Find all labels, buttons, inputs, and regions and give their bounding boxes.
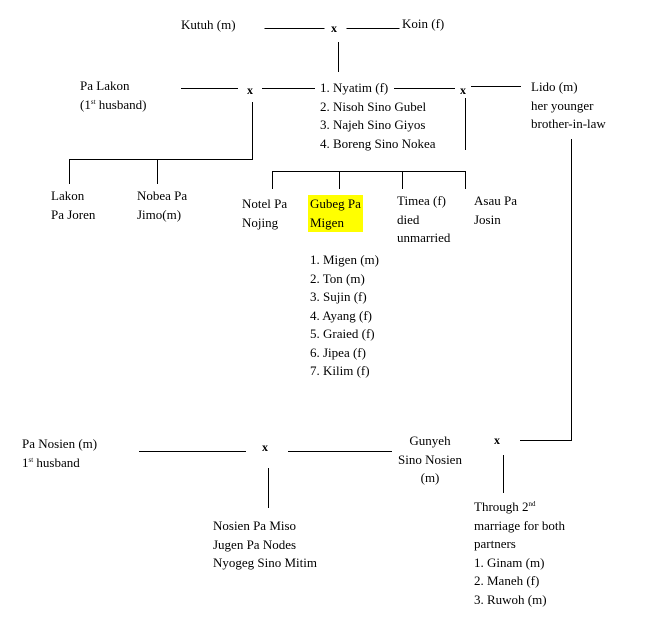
note-line-3: partners: [474, 536, 516, 551]
second-marriage-note: Through 2nd marriage for both partners 1…: [474, 498, 565, 609]
note-line-2: marriage for both: [474, 517, 565, 533]
kutuh-label: Kutuh (m): [181, 17, 236, 32]
list-item: 4. Boreng Sino Nokea: [320, 135, 436, 151]
marriage-marker-panosien: x: [262, 440, 268, 454]
marriage-marker-palakon: x: [247, 83, 253, 97]
list-item: 2. Ton (m): [310, 270, 365, 286]
nyatim-sisters-list: 1. Nyatim (f) 2. Nisoh Sino Gubel 3. Naj…: [320, 79, 436, 153]
list-item: 1. Nyatim (f): [320, 80, 389, 95]
pa-lakon-role: (1st husband): [80, 96, 147, 112]
pa-nosien-label: Pa Nosien (m) 1st husband: [22, 435, 97, 472]
list-item: Nyogeg Sino Mitim: [213, 555, 318, 570]
list-item: 3. Ruwoh (m): [474, 591, 547, 607]
child-timea: Timea (f) died unmarried: [397, 193, 451, 245]
note-line-1: Through 2nd: [474, 499, 536, 514]
pa-nosien-name: Pa Nosien (m): [22, 436, 98, 451]
child-asau: Asau Pa Josin: [474, 193, 517, 227]
list-item: 7. Kilim (f): [310, 363, 370, 378]
gubeg-children-list: 1. Migen (m) 2. Ton (m) 3. Sujin (f) 4. …: [310, 251, 379, 381]
child-nobea: Nobea Pa Jimo(m): [137, 188, 188, 222]
list-item: 6. Jipea (f): [310, 344, 366, 360]
lido-name: Lido (m): [531, 79, 578, 94]
list-item: 2. Nisoh Sino Gubel: [320, 98, 427, 114]
nosien-children-list: Nosien Pa Miso Jugen Pa Nodes Nyogeg Sin…: [213, 517, 317, 573]
list-item: 1. Ginam (m): [474, 554, 545, 570]
pa-nosien-role: 1st husband: [22, 454, 80, 470]
list-item: 5. Graied (f): [310, 326, 375, 341]
marriage-marker-gen1: x: [331, 21, 337, 35]
lido-label: Lido (m) her younger brother-in-law: [531, 78, 606, 134]
lido-relation-2: brother-in-law: [531, 116, 606, 131]
koin-label: Koin (f): [402, 16, 445, 31]
pa-lakon-name: Pa Lakon: [80, 78, 130, 93]
list-item: Nosien Pa Miso: [213, 518, 297, 533]
list-item: 2. Maneh (f): [474, 573, 540, 588]
child-lakon: Lakon Pa Joren: [51, 188, 96, 222]
marriage-marker-lido: x: [460, 83, 466, 97]
list-item: 3. Najeh Sino Giyos: [320, 117, 426, 132]
child-gubeg-highlighted: Gubeg Pa Migen: [308, 195, 363, 232]
pa-lakon-label: Pa Lakon (1st husband): [80, 77, 146, 114]
list-item: 4. Ayang (f): [310, 307, 372, 323]
lido-relation-1: her younger: [531, 97, 594, 113]
marriage-marker-lido-second: x: [494, 433, 500, 447]
list-item: Jugen Pa Nodes: [213, 536, 297, 552]
list-item: 1. Migen (m): [310, 252, 379, 267]
gunyeh-label: Gunyeh Sino Nosien (m): [398, 433, 462, 485]
child-notel: Notel Pa Nojing: [242, 196, 288, 230]
list-item: 3. Sujin (f): [310, 289, 367, 304]
